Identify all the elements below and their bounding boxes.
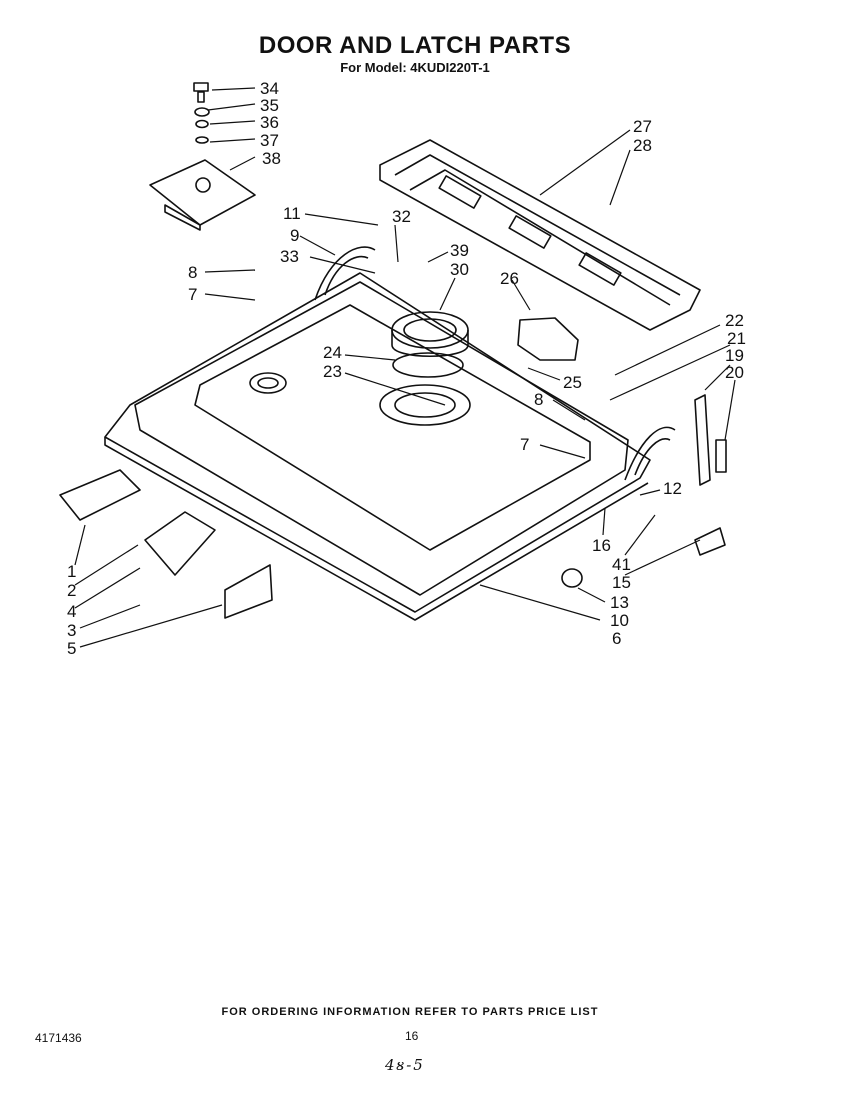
callout-7b: 7 (520, 435, 529, 454)
callout-25: 25 (563, 373, 582, 392)
callout-37: 37 (260, 131, 279, 150)
callout-23: 23 (323, 362, 342, 381)
door-panel-inner (134, 281, 629, 596)
callout-15: 15 (612, 573, 631, 592)
callout-36: 36 (260, 113, 279, 132)
callout-8a: 8 (188, 263, 197, 282)
door-panel-outer (104, 272, 651, 613)
knob-10 (561, 568, 583, 588)
callout-4: 4 (67, 602, 76, 621)
callout-5: 5 (67, 639, 76, 658)
callout-28: 28 (633, 136, 652, 155)
callout-12: 12 (663, 479, 682, 498)
document-number: 4171436 (35, 1031, 82, 1045)
callout-27: 27 (633, 117, 652, 136)
door-bottom-edge (104, 437, 649, 621)
callout-3: 3 (67, 621, 76, 640)
page-title: DOOR AND LATCH PARTS (258, 32, 572, 59)
callout-7a: 7 (188, 285, 197, 304)
right-hinge-arc (624, 426, 676, 481)
callout-21: 21 (727, 329, 746, 348)
callout-30: 30 (450, 260, 469, 279)
callout-11: 11 (283, 204, 301, 223)
latch-bracket-4 (144, 511, 216, 576)
callout-1: 1 (67, 562, 76, 581)
callout-13: 13 (610, 593, 629, 612)
callout-34: 34 (260, 79, 279, 98)
handwritten-note: 4ᴕ-5 (385, 1056, 425, 1074)
callout-38: 38 (262, 149, 281, 168)
door-inner-tub (194, 304, 591, 551)
callout-39: 39 (450, 241, 469, 260)
callout-8b: 8 (534, 390, 543, 409)
callout-26: 26 (500, 269, 519, 288)
callout-35: 35 (260, 96, 279, 115)
left-hinge-arc (314, 246, 376, 301)
callout-19: 19 (725, 346, 744, 365)
callout-6: 6 (612, 629, 621, 648)
drain-hole (249, 372, 287, 394)
callout-33: 33 (280, 247, 299, 266)
callout-24: 24 (323, 343, 342, 362)
base-plate (379, 384, 471, 426)
gasket-ring (392, 352, 464, 378)
callout-22: 22 (725, 311, 744, 330)
ordering-info-note: FOR ORDERING INFORMATION REFER TO PARTS … (221, 1006, 599, 1018)
callout-labels: 34 35 36 37 38 27 28 11 32 9 39 30 33 8 … (67, 79, 746, 658)
callout-9: 9 (290, 226, 299, 245)
shield-5 (224, 564, 273, 619)
callout-41: 41 (612, 555, 631, 574)
callout-10: 10 (610, 611, 629, 630)
callout-32: 32 (392, 207, 411, 226)
page-number: 16 (405, 1029, 419, 1043)
callout-16: 16 (592, 536, 611, 555)
latch-body (517, 317, 579, 361)
callout-20: 20 (725, 363, 744, 382)
detergent-plate (149, 159, 256, 226)
hinge-bracket-right (694, 394, 711, 486)
bracket-1 (59, 469, 141, 521)
hinge-bracket-13 (694, 527, 726, 556)
model-line: For Model: 4KUDI220T-1 (340, 60, 490, 75)
callout-2: 2 (67, 581, 76, 600)
vent-assembly (379, 139, 701, 331)
